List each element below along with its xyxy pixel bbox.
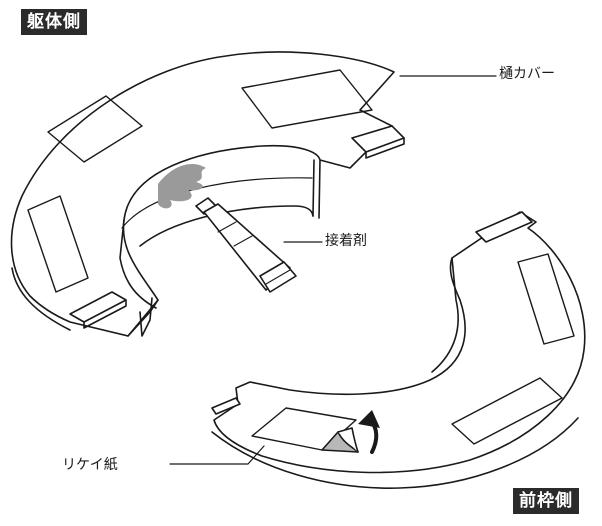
upper-ring-part bbox=[10, 51, 405, 337]
body-side-badge: 躯体側 bbox=[21, 9, 87, 35]
peel-arrow-icon bbox=[358, 410, 380, 454]
adhesive-tube-icon bbox=[195, 197, 297, 293]
adhesive-label: 接着剤 bbox=[325, 233, 367, 249]
lower-ring-part bbox=[211, 211, 586, 489]
front-frame-side-badge: 前枠側 bbox=[513, 488, 579, 514]
callout-lines bbox=[169, 75, 497, 465]
gutter-bar-label: 樋カバー bbox=[499, 66, 555, 82]
release-paper-label: リケイ紙 bbox=[62, 457, 118, 473]
glue-smear bbox=[158, 163, 206, 209]
